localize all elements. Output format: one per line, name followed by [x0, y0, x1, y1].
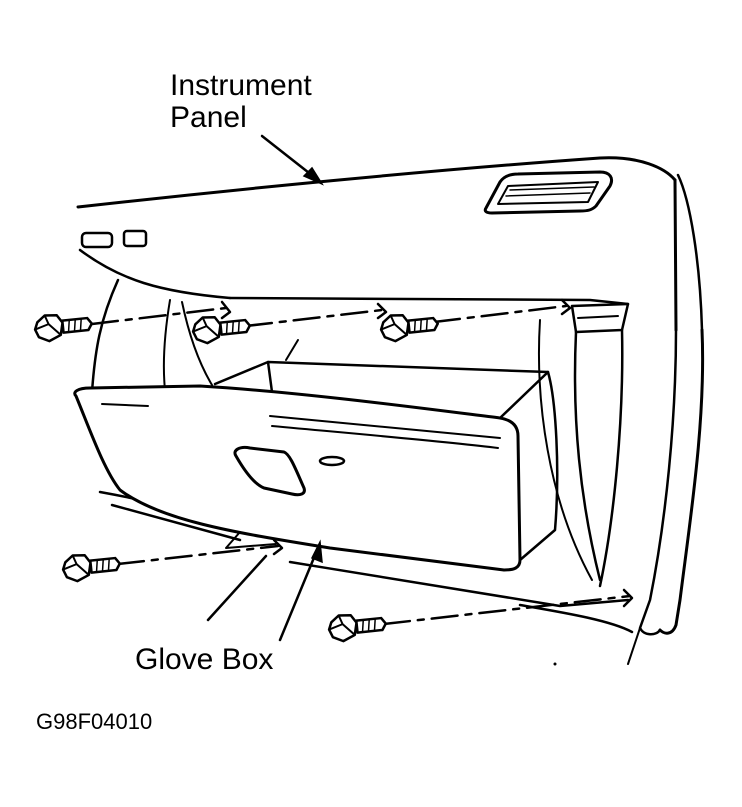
screw-5 — [327, 613, 388, 643]
air-vent — [483, 170, 614, 215]
instrument-panel-label-line1: Instrument — [170, 69, 312, 102]
glove-box-lock — [318, 455, 346, 467]
dash-slot-left — [80, 231, 114, 249]
instrument-panel-label-line2: Panel — [170, 101, 247, 135]
screw-3 — [379, 313, 440, 343]
screw-1 — [33, 313, 94, 343]
screw-2 — [191, 315, 252, 345]
glove-box-latch — [233, 446, 306, 497]
leader-glove-box — [206, 539, 323, 642]
screw-4 — [61, 553, 122, 583]
figure-code: G98F04010 — [36, 709, 153, 734]
dash-slot-right — [122, 229, 148, 248]
glove-box — [73, 339, 559, 572]
stray-mark — [553, 662, 557, 666]
glove-box-label: Glove Box — [135, 643, 274, 676]
leader-instrument-panel — [260, 134, 324, 186]
screw-alignment-lines — [90, 298, 634, 626]
instrument-panel-label: Instrument Panel — [170, 69, 312, 135]
